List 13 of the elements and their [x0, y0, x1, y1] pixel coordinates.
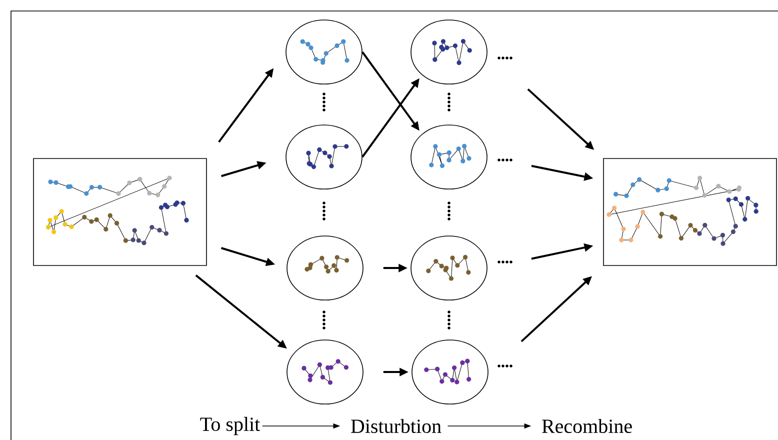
route-box — [603, 158, 777, 266]
subgraph-circle — [410, 236, 488, 300]
step-label: Recombine — [542, 418, 632, 434]
subgraph-circle — [286, 124, 362, 190]
subgraph-circle — [410, 20, 488, 84]
step-label: Disturbtion — [351, 418, 442, 434]
subgraph-circle — [412, 340, 488, 404]
step-label: To split — [200, 416, 260, 436]
subgraph-circle — [410, 124, 488, 190]
subgraph-circle — [286, 20, 362, 84]
subgraph-circle — [286, 236, 364, 300]
route-box — [33, 158, 207, 266]
subgraph-circle — [286, 340, 364, 404]
